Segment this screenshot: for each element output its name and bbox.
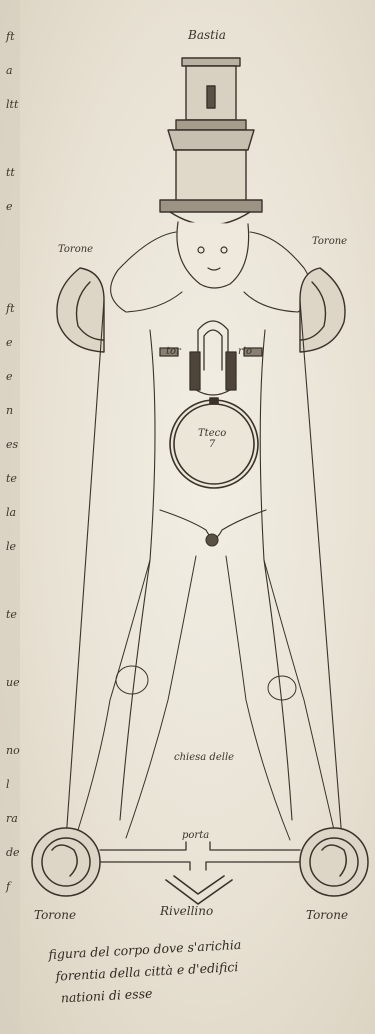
label-ravelin: Rivellino bbox=[160, 904, 213, 918]
margin-fragment: no bbox=[6, 744, 20, 757]
margin-fragment: es bbox=[6, 438, 18, 451]
margin-fragment: tt bbox=[6, 166, 15, 179]
margin-fragment: e bbox=[6, 336, 13, 349]
margin-fragment: le bbox=[6, 540, 16, 553]
label-keep: Tteco 7 bbox=[198, 428, 226, 450]
margin-fragment: n bbox=[6, 404, 13, 417]
margin-fragment: l bbox=[6, 778, 10, 791]
label-tower-upper-left: Torone bbox=[58, 244, 93, 255]
label-tower-lower-left: Torone bbox=[34, 908, 76, 922]
legs bbox=[78, 556, 334, 840]
margin-fragment: e bbox=[6, 370, 13, 383]
margin-fragment: ft bbox=[6, 302, 15, 315]
margin-fragment: te bbox=[6, 472, 17, 485]
margin-fragment: f bbox=[6, 880, 10, 893]
margin-fragment: la bbox=[6, 506, 16, 519]
label-tower-lower-right: Torone bbox=[306, 908, 348, 922]
margin-fragment: te bbox=[6, 608, 17, 621]
margin-fragment: ra bbox=[6, 812, 18, 825]
margin-fragment: de bbox=[6, 846, 20, 859]
child-head bbox=[177, 222, 249, 288]
margin-fragment: e bbox=[6, 200, 13, 213]
margin-fragment: a bbox=[6, 64, 13, 77]
label-bastion: Bastia bbox=[188, 28, 226, 42]
label-lower-body: chiesa delle bbox=[174, 752, 234, 763]
margin-fragment: ltt bbox=[6, 98, 18, 111]
bastion-tower bbox=[160, 58, 262, 225]
hips bbox=[160, 510, 266, 546]
label-tower-upper-right: Torone bbox=[312, 236, 347, 247]
label-chest-right: rio bbox=[238, 346, 252, 357]
label-gate: porta bbox=[182, 830, 209, 841]
label-chest-left: tor bbox=[166, 346, 181, 357]
margin-fragment: ft bbox=[6, 30, 15, 43]
ravelin bbox=[166, 876, 232, 904]
chest-gate bbox=[160, 321, 262, 395]
margin-fragment: ue bbox=[6, 676, 20, 689]
bottom-curtain-wall bbox=[100, 842, 300, 870]
